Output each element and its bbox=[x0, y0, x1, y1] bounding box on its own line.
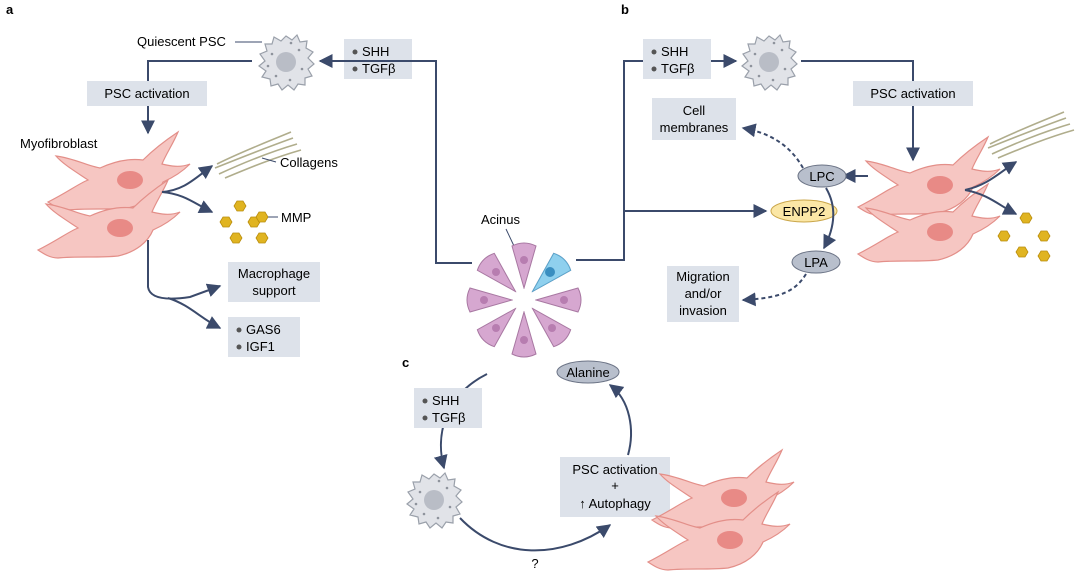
panel-c: SHH TGFβ ? PSC activation + ↑ Autophagy … bbox=[406, 360, 795, 571]
b-mmp-icon bbox=[997, 212, 1051, 262]
gas6-igf1-box bbox=[228, 317, 300, 357]
c-alanine-arrow bbox=[608, 384, 632, 456]
c-plus-label: + bbox=[611, 478, 619, 493]
question-mark: ? bbox=[531, 556, 538, 571]
and-or-label: and/or bbox=[685, 286, 723, 301]
igf1-label: IGF1 bbox=[246, 339, 275, 354]
b-psc-activation-label: PSC activation bbox=[870, 86, 955, 101]
macrophage-support-box bbox=[228, 262, 320, 302]
b-activation-arrow bbox=[801, 60, 920, 162]
mmp-label: MMP bbox=[281, 210, 311, 225]
c-signal-shh: SHH bbox=[432, 393, 459, 408]
c-psc-cell bbox=[406, 472, 463, 529]
migration-invasion-box bbox=[667, 266, 739, 322]
panel-label-a: a bbox=[6, 2, 14, 17]
b-signals-box bbox=[643, 39, 711, 79]
gas6-label: GAS6 bbox=[246, 322, 281, 337]
b-collagens-icon bbox=[987, 111, 1075, 159]
panel-a: Quiescent PSC SHH TGFβ PSC activation My… bbox=[20, 34, 472, 357]
lpc-label: LPC bbox=[809, 169, 834, 184]
b-signal-shh: SHH bbox=[661, 44, 688, 59]
a-psc-activation-label: PSC activation bbox=[104, 86, 189, 101]
acinus: Acinus bbox=[466, 212, 582, 358]
a-signals-box bbox=[344, 39, 412, 79]
alanine-oval bbox=[556, 360, 620, 384]
invasion-label: invasion bbox=[679, 303, 727, 318]
mmp-icon bbox=[219, 200, 269, 244]
c-unknown-arrow bbox=[459, 517, 612, 552]
c-autophagy-label: ↑ Autophagy bbox=[579, 496, 651, 511]
quiescent-psc-label: Quiescent PSC bbox=[137, 34, 226, 49]
quiescent-psc-cell bbox=[258, 34, 315, 91]
c-psc-activation-label: PSC activation bbox=[572, 462, 657, 477]
a-acinus-to-psc-arrow bbox=[318, 54, 472, 264]
a-signal-shh: SHH bbox=[362, 44, 389, 59]
c-myofibroblast-cell-1 bbox=[651, 449, 795, 529]
panel-b: SHH TGFβ PSC activation LPC ENPP2 LPA bbox=[576, 34, 1075, 322]
alanine-label: Alanine bbox=[566, 365, 609, 380]
c-psc-activation-box bbox=[560, 457, 670, 517]
panel-label-b: b bbox=[621, 2, 629, 17]
myofibroblast-label: Myofibroblast bbox=[20, 136, 98, 151]
a-signal-tgfb: TGFβ bbox=[362, 61, 395, 76]
b-acinus-to-psc-arrow bbox=[576, 54, 738, 261]
panel-label-c: c bbox=[402, 355, 409, 370]
migration-label: Migration bbox=[676, 269, 729, 284]
acinus-label: Acinus bbox=[481, 212, 521, 227]
b-signal-tgfb: TGFβ bbox=[661, 61, 694, 76]
lpa-oval bbox=[791, 250, 841, 274]
cell-membranes-box bbox=[652, 98, 736, 140]
macrophage-label: Macrophage bbox=[238, 266, 310, 281]
a-activation-arrow bbox=[141, 60, 252, 135]
b-psc-activation-box bbox=[853, 81, 973, 106]
c-signals-box bbox=[414, 388, 482, 428]
membranes-label: membranes bbox=[660, 120, 729, 135]
enpp2-oval bbox=[770, 199, 838, 223]
lpa-label: LPA bbox=[804, 255, 828, 270]
enpp2-label: ENPP2 bbox=[783, 204, 826, 219]
cell-label: Cell bbox=[683, 103, 706, 118]
support-label: support bbox=[252, 283, 296, 298]
collagens-label: Collagens bbox=[280, 155, 338, 170]
b-psc-cell bbox=[741, 34, 798, 91]
c-signal-tgfb: TGFβ bbox=[432, 410, 465, 425]
a-psc-activation-box bbox=[87, 81, 207, 106]
lpc-oval bbox=[797, 164, 847, 188]
